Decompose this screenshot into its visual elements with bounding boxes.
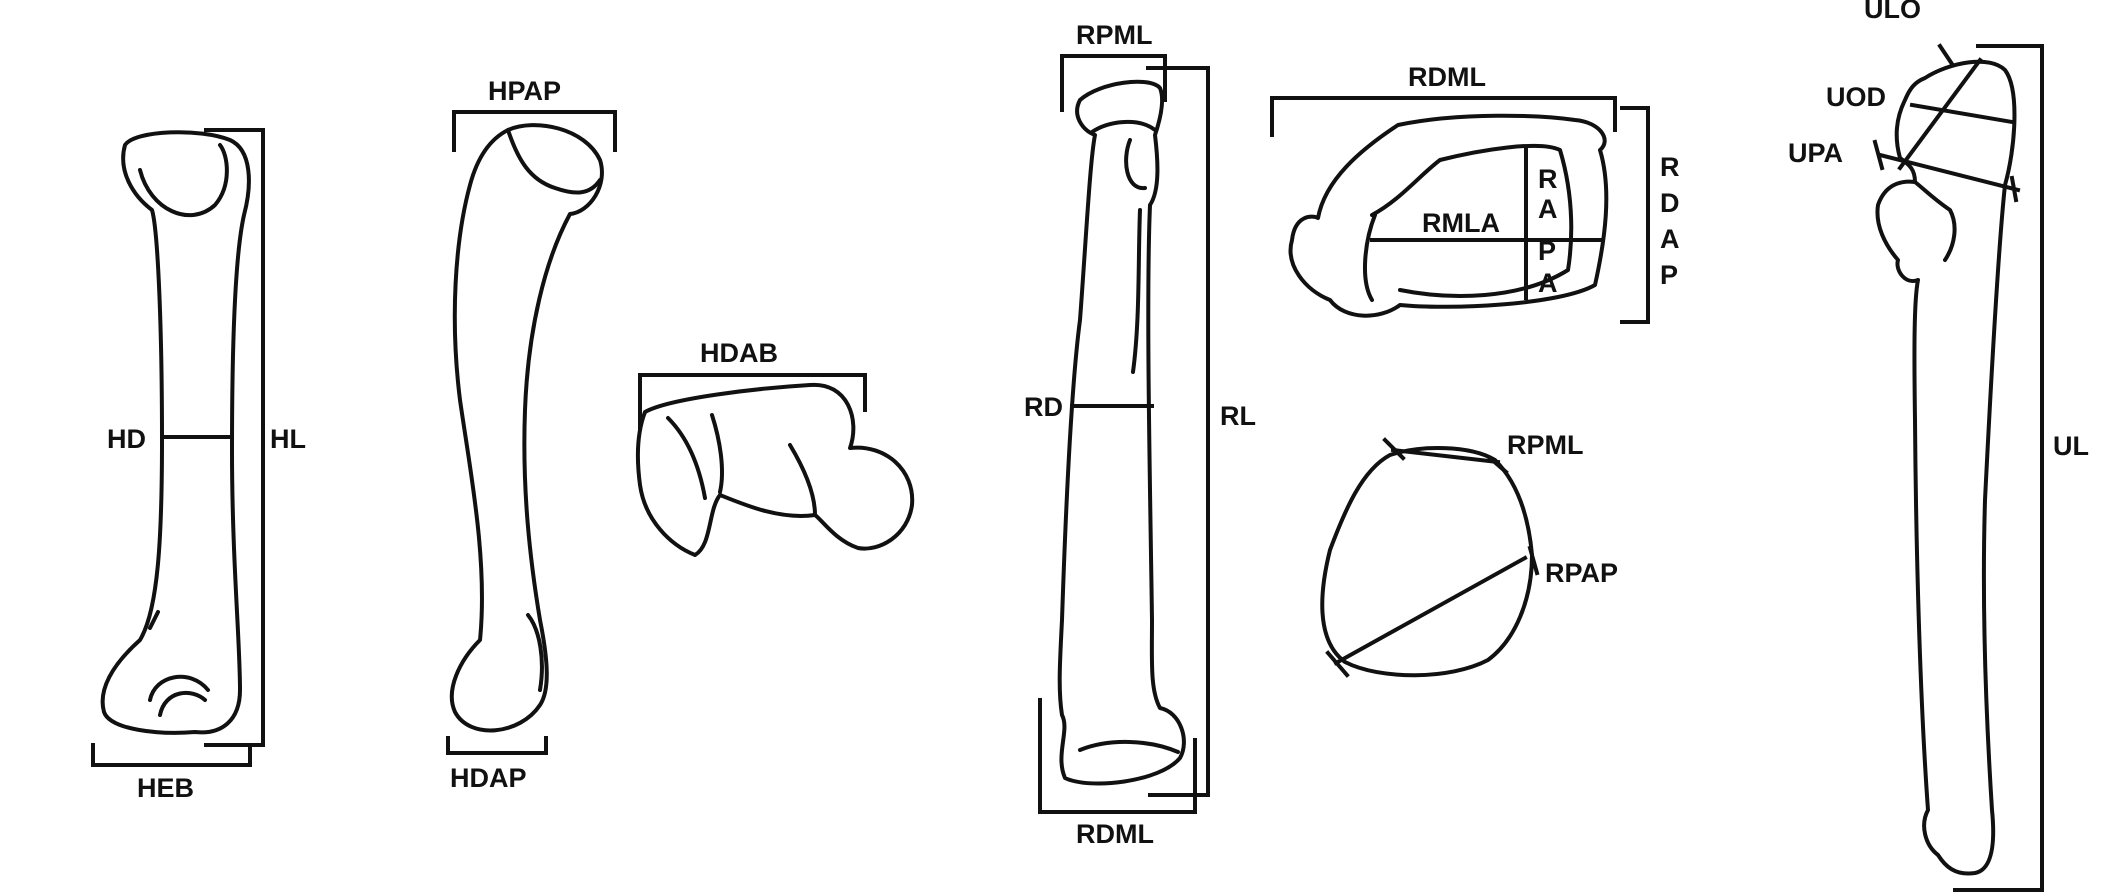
hpap-label: HPAP (488, 76, 561, 106)
rpap-label: RPAP (1545, 558, 1618, 588)
hdap-bracket (446, 736, 548, 755)
upa-tick-1 (1872, 139, 1885, 171)
hdab-label: HDAB (700, 338, 778, 368)
rpap-tick-2 (1325, 650, 1350, 678)
upa-label: UPA (1788, 138, 1843, 168)
radius-distal-facet (1370, 143, 1574, 298)
rdml-top-bracket (1270, 96, 1617, 137)
rl-label: RL (1220, 401, 1256, 431)
radius-proximal-outline (1320, 446, 1534, 678)
humerus-distal-outline (635, 382, 915, 557)
uod-line-2 (1897, 57, 1983, 171)
rdml-top-label: RDML (1408, 62, 1486, 92)
rmla-label: RMLA (1422, 208, 1500, 238)
ul-label: UL (2053, 431, 2089, 461)
rpml-tick-2 (1487, 455, 1509, 475)
uod-label: UOD (1826, 82, 1886, 112)
radius-view: RPML RL RD RDML (1024, 20, 1256, 849)
rpml-top-bracket (1060, 54, 1167, 112)
upa-line (1877, 152, 2021, 193)
rd-label: RD (1024, 392, 1063, 422)
humerus-fossa-mark (148, 610, 160, 630)
rpap-tick-1 (1527, 545, 1540, 576)
humerus-distal-ridge-1 (666, 416, 707, 500)
radius-distal-line (1078, 739, 1180, 754)
rdml-bottom-label: RDML (1076, 819, 1154, 849)
radius-distal-notch (1362, 213, 1377, 302)
radius-proximal-view: RPML RPAP (1320, 430, 1618, 678)
ul-bracket (1953, 44, 2044, 892)
rdml-bottom-bracket (1038, 698, 1197, 814)
humerus-lateral-outline (449, 123, 604, 733)
rpml-proximal-label: RPML (1507, 430, 1584, 460)
hdap-label: HDAP (450, 763, 527, 793)
ulna-coronoid (1913, 180, 1957, 262)
rpml-proximal-line (1390, 447, 1501, 465)
humerus-lateral-view: HPAP HDAP (446, 76, 617, 793)
humerus-lateral-condyle (526, 613, 544, 692)
hl-bracket (204, 128, 265, 747)
radius-interosseous-crest (1131, 208, 1142, 374)
humerus-distal-view: HDAB (635, 338, 915, 557)
heb-label: HEB (137, 773, 194, 803)
radius-outline (1057, 79, 1186, 786)
humerus-lateral-head (506, 128, 602, 195)
humerus-anterior-outline (100, 130, 251, 735)
hdab-bracket (638, 373, 867, 430)
humerus-distal-ridge-3 (788, 443, 817, 517)
hpap-bracket (452, 110, 617, 152)
humerus-distal-ridge-2 (710, 413, 724, 494)
humerus-trochlea (148, 674, 210, 717)
upa-tick-2 (2009, 175, 2019, 203)
rpml-top-label: RPML (1076, 20, 1153, 50)
rpap-line (1333, 555, 1528, 666)
rpml-tick-1 (1382, 437, 1406, 461)
hd-label: HD (107, 424, 146, 454)
ulna-outline (1875, 59, 2017, 876)
radius-head-line (1090, 119, 1157, 134)
heb-bracket (91, 743, 252, 767)
radius-tuberosity (1124, 138, 1147, 190)
ulna-view: ULO UOD UPA UL (1788, 0, 2089, 892)
hl-label: HL (270, 424, 306, 454)
radius-distal-outline (1288, 113, 1609, 318)
rl-bracket (1146, 66, 1210, 797)
rdap-bracket (1620, 106, 1650, 324)
humerus-anterior-view: HL HD HEB (91, 128, 306, 803)
ulo-pointer (1937, 43, 1955, 67)
humerus-head (138, 143, 229, 218)
uod-line-1 (1909, 102, 2015, 125)
ulo-label: ULO (1864, 0, 1921, 24)
